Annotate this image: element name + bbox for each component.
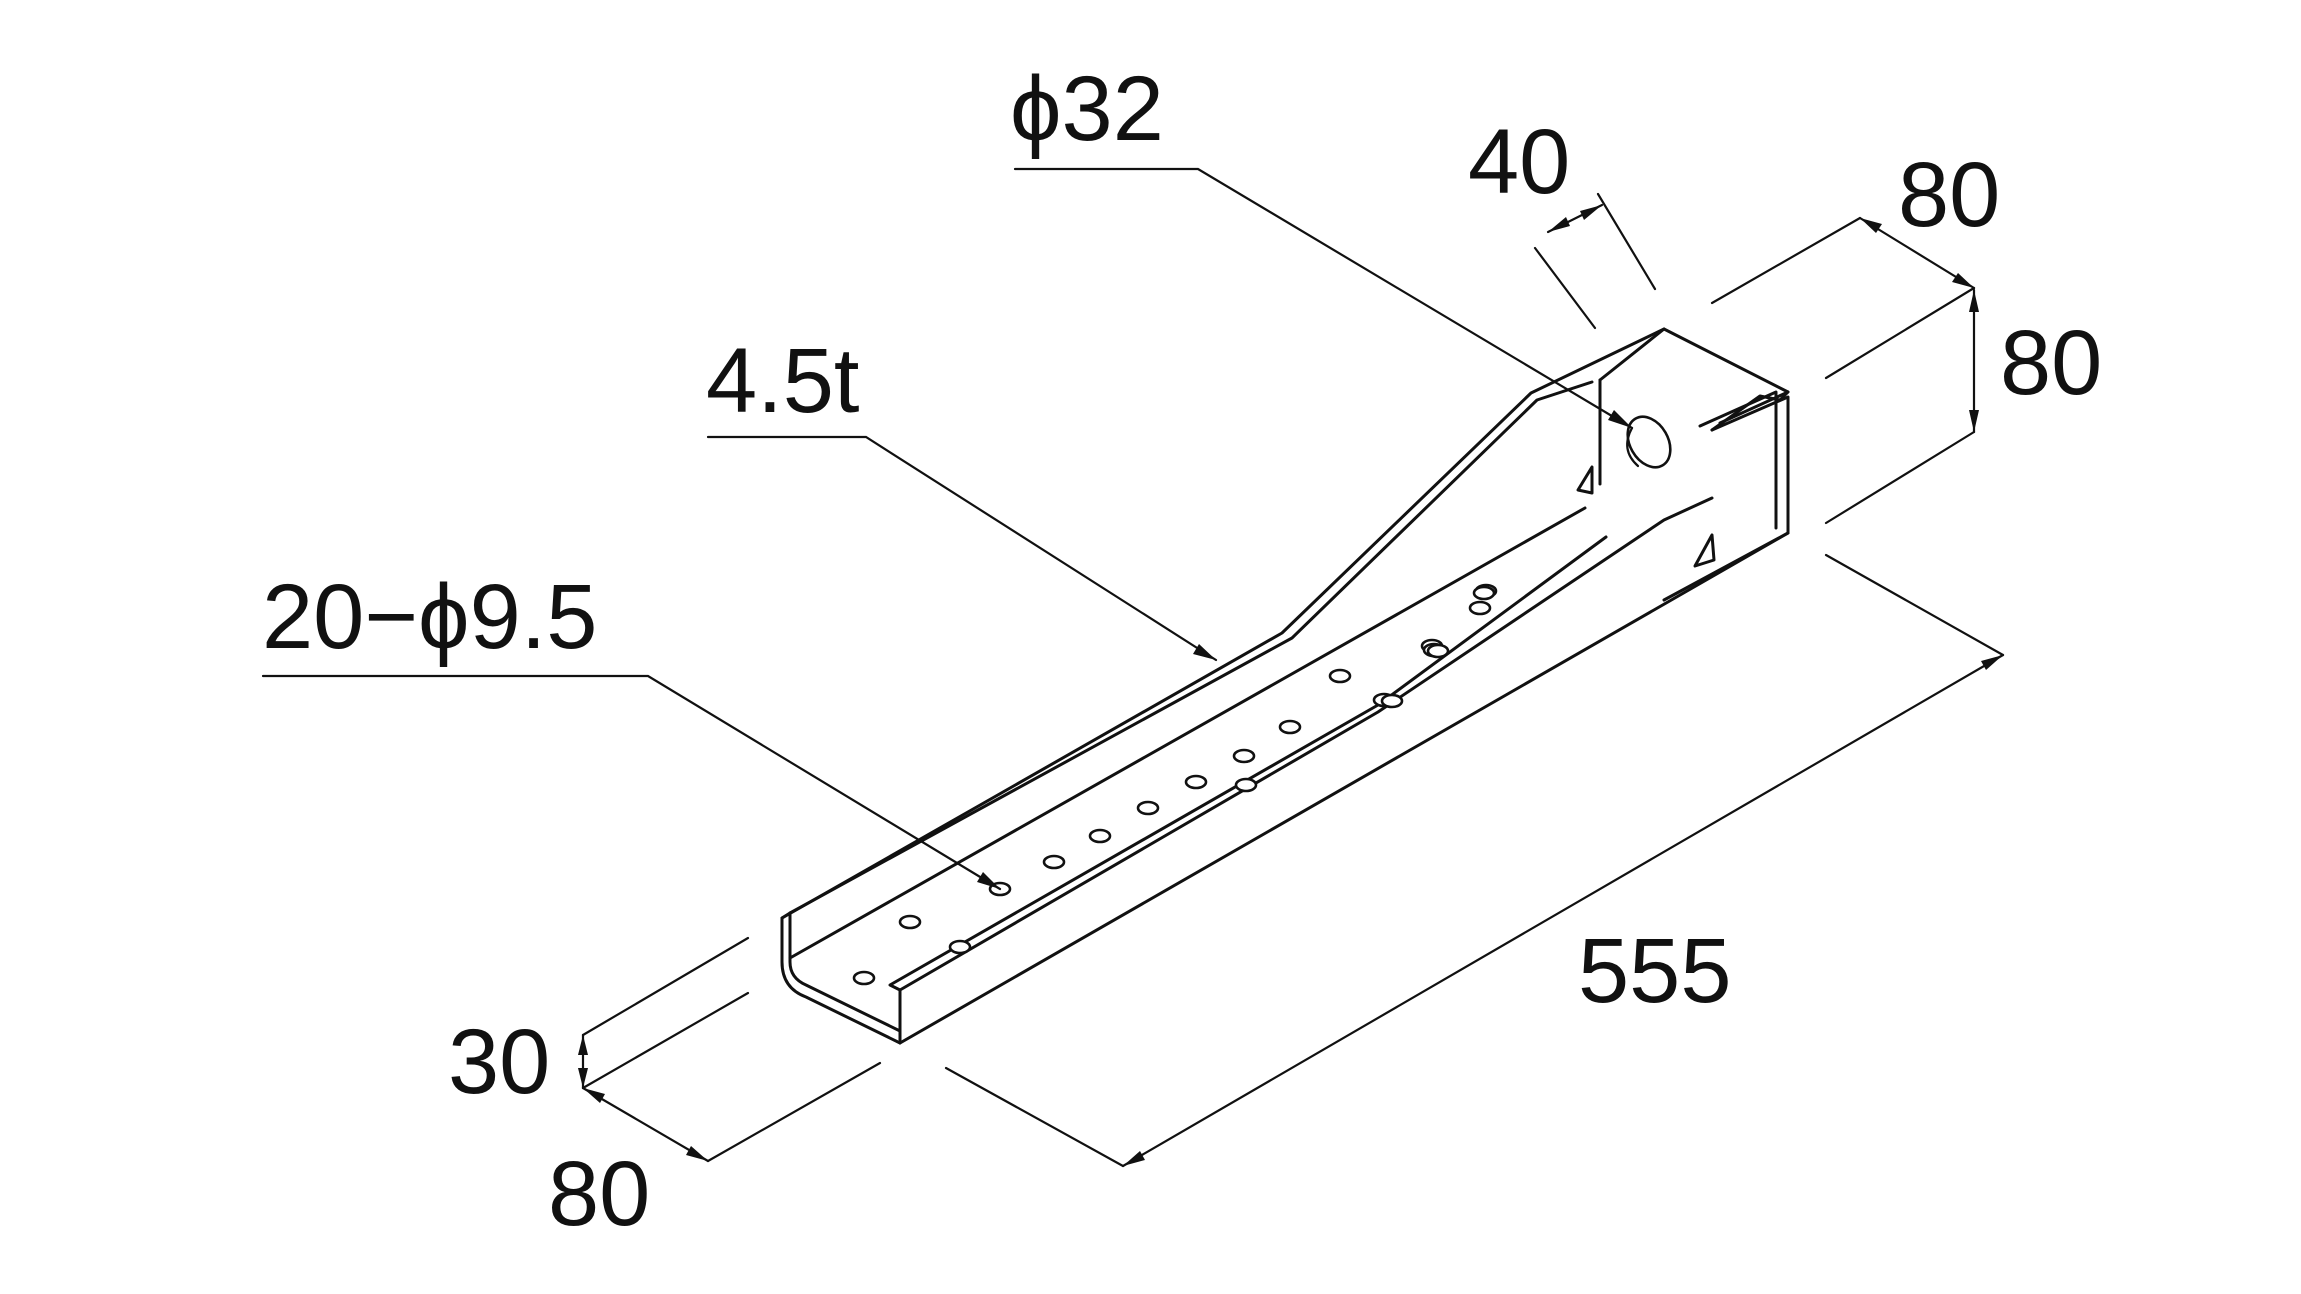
dim-30-arrow-a <box>578 1035 588 1055</box>
bolt-hole <box>1278 719 1302 735</box>
left-wall-top-edge <box>780 327 1666 920</box>
dim-30-arrow-b <box>578 1068 588 1088</box>
rear-box-top-face <box>1598 327 1790 425</box>
dim-555-line <box>1121 653 2005 1168</box>
bolt-hole <box>852 970 876 986</box>
dim-40-ext-left <box>1533 246 1597 330</box>
right-wall-ramp-outer <box>898 496 1714 1033</box>
bolt-holes-leader-arrow <box>977 872 1000 889</box>
channel-bottom-front <box>898 531 1790 1045</box>
base-width-label: 80 <box>548 1143 650 1245</box>
thickness-leader-arrow <box>1193 644 1216 660</box>
dim-40-ext-right <box>1596 192 1657 291</box>
bolt-hole <box>1328 668 1352 684</box>
bolt-holes-label: 20−ϕ9.5 <box>262 566 597 668</box>
rear-box-top-rim <box>1710 390 1790 432</box>
labels: ϕ32 40 80 80 4.5t 20−ϕ9.5 555 30 80 <box>262 58 2102 1245</box>
dim-555-arrow-a <box>1123 1151 1145 1166</box>
thickness-leader <box>706 435 1218 662</box>
bolt-hole <box>1380 693 1404 709</box>
dim-555-ext-rear <box>1824 553 2005 657</box>
bolt-hole <box>1232 748 1256 764</box>
dim-80-base-arrow-a <box>583 1088 605 1103</box>
bolt-hole <box>1426 643 1450 659</box>
bolt-hole <box>948 939 972 955</box>
bolt-holes-leader <box>261 674 1002 891</box>
dim-80-base-line <box>581 1086 710 1163</box>
pin-hole-shadow <box>1626 426 1640 468</box>
bolt-hole <box>1042 854 1066 870</box>
left-wall-inner-edge <box>788 380 1594 915</box>
right-slot <box>1693 533 1716 568</box>
dim-555-ext-front <box>944 1066 1125 1168</box>
dim-80-base-arrow-b <box>686 1146 708 1161</box>
bolt-hole <box>1472 585 1496 601</box>
dim-80-top-arrow-a <box>1860 218 1882 233</box>
dim-80-top-line <box>1858 216 1976 290</box>
pin-hole-label: ϕ32 <box>1010 58 1164 160</box>
dim-40-arrow-a <box>1548 217 1570 232</box>
bracket-body <box>780 327 1790 1045</box>
dim-40-arrow-b <box>1580 205 1602 220</box>
dim-30-ext-top <box>581 936 750 1037</box>
bolt-hole <box>1184 774 1208 790</box>
right-wall-ramp-inner <box>888 535 1608 992</box>
pin-hole <box>1626 415 1672 469</box>
dim-555-arrow-b <box>1981 655 2003 670</box>
bolt-hole <box>1136 800 1160 816</box>
dimensions <box>578 192 2005 1168</box>
bolt-hole <box>898 914 922 930</box>
left-slot <box>1576 465 1594 495</box>
pin-hole-leader <box>1013 167 1634 430</box>
dim-80-height-arrow-b <box>1969 410 1979 432</box>
pin-hole-leader-arrow <box>1608 410 1632 428</box>
channel-left-inner-wall <box>780 911 902 1045</box>
dim-80-base-ext <box>706 1061 882 1163</box>
end-width-label: 80 <box>1898 144 2000 246</box>
dim-80-top-ext-a <box>1710 216 1862 305</box>
bracket-front-profile <box>788 911 902 1042</box>
dim-80-top-arrow-b <box>1952 273 1974 288</box>
dim-80-top-ext-b <box>1824 286 1976 380</box>
flange-height-label: 30 <box>448 1011 550 1113</box>
dim-80-height-ext-bottom <box>1824 430 1976 525</box>
bolt-holes <box>852 583 1498 986</box>
bolt-hole <box>1088 828 1112 844</box>
end-height-label: 80 <box>2000 312 2102 414</box>
thickness-label: 4.5t <box>706 330 859 432</box>
dim-80-height-arrow-a <box>1969 290 1979 312</box>
bolt-hole <box>1468 600 1492 616</box>
channel-floor-line <box>788 506 1587 960</box>
top-width-label: 40 <box>1468 111 1570 213</box>
bolt-hole <box>1234 777 1258 793</box>
rear-box-right-face <box>1662 395 1790 602</box>
leaders <box>261 167 1634 891</box>
rear-box-right-face-inner <box>1698 390 1778 530</box>
dim-30-ext-bottom <box>581 991 750 1090</box>
length-label: 555 <box>1578 920 1732 1022</box>
